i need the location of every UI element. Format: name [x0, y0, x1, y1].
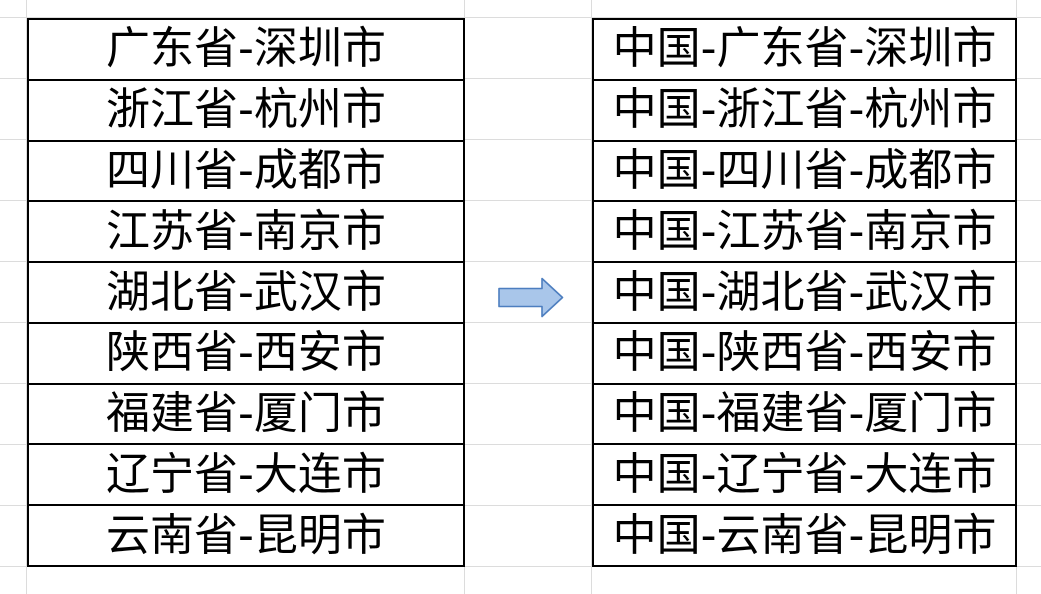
gridline-horizontal — [0, 505, 1041, 506]
source-cell[interactable]: 辽宁省-大连市 — [29, 445, 463, 507]
source-cell[interactable]: 湖北省-武汉市 — [29, 263, 463, 324]
gridline-horizontal — [0, 17, 1041, 18]
source-cell[interactable]: 广东省-深圳市 — [29, 20, 463, 81]
source-cell[interactable]: 福建省-厦门市 — [29, 385, 463, 446]
gridline-horizontal — [0, 383, 1041, 384]
gridline-vertical — [591, 0, 592, 594]
gridline-horizontal — [0, 261, 1041, 262]
gridline-horizontal — [0, 566, 1041, 567]
right-arrow-polygon — [498, 277, 564, 318]
source-cell[interactable]: 陕西省-西安市 — [29, 324, 463, 385]
gridline-horizontal — [0, 139, 1041, 140]
gridline-vertical — [26, 0, 27, 594]
result-cell[interactable]: 中国-浙江省-杭州市 — [594, 81, 1015, 142]
right-arrow-icon[interactable] — [498, 277, 564, 318]
source-cell[interactable]: 浙江省-杭州市 — [29, 81, 463, 142]
result-table: 中国-广东省-深圳市 中国-浙江省-杭州市 中国-四川省-成都市 中国-江苏省-… — [592, 18, 1017, 567]
source-table: 广东省-深圳市 浙江省-杭州市 四川省-成都市 江苏省-南京市 湖北省-武汉市 … — [27, 18, 465, 567]
result-cell[interactable]: 中国-福建省-厦门市 — [594, 385, 1015, 446]
gridline-horizontal — [0, 78, 1041, 79]
gridline-horizontal — [0, 322, 1041, 323]
result-cell[interactable]: 中国-广东省-深圳市 — [594, 20, 1015, 81]
result-cell[interactable]: 中国-云南省-昆明市 — [612, 509, 997, 561]
gridline-horizontal — [0, 200, 1041, 201]
source-cell[interactable]: 江苏省-南京市 — [29, 202, 463, 264]
result-cell[interactable]: 中国-江苏省-南京市 — [594, 202, 1015, 264]
source-cell[interactable]: 云南省-昆明市 — [106, 509, 386, 561]
result-cell[interactable]: 中国-陕西省-西安市 — [594, 324, 1015, 385]
gridline-horizontal — [0, 444, 1041, 445]
source-cell[interactable]: 四川省-成都市 — [29, 142, 463, 203]
result-cell[interactable]: 中国-四川省-成都市 — [594, 142, 1015, 203]
result-cell[interactable]: 中国-湖北省-武汉市 — [594, 263, 1015, 324]
result-cell[interactable]: 中国-辽宁省-大连市 — [594, 445, 1015, 507]
